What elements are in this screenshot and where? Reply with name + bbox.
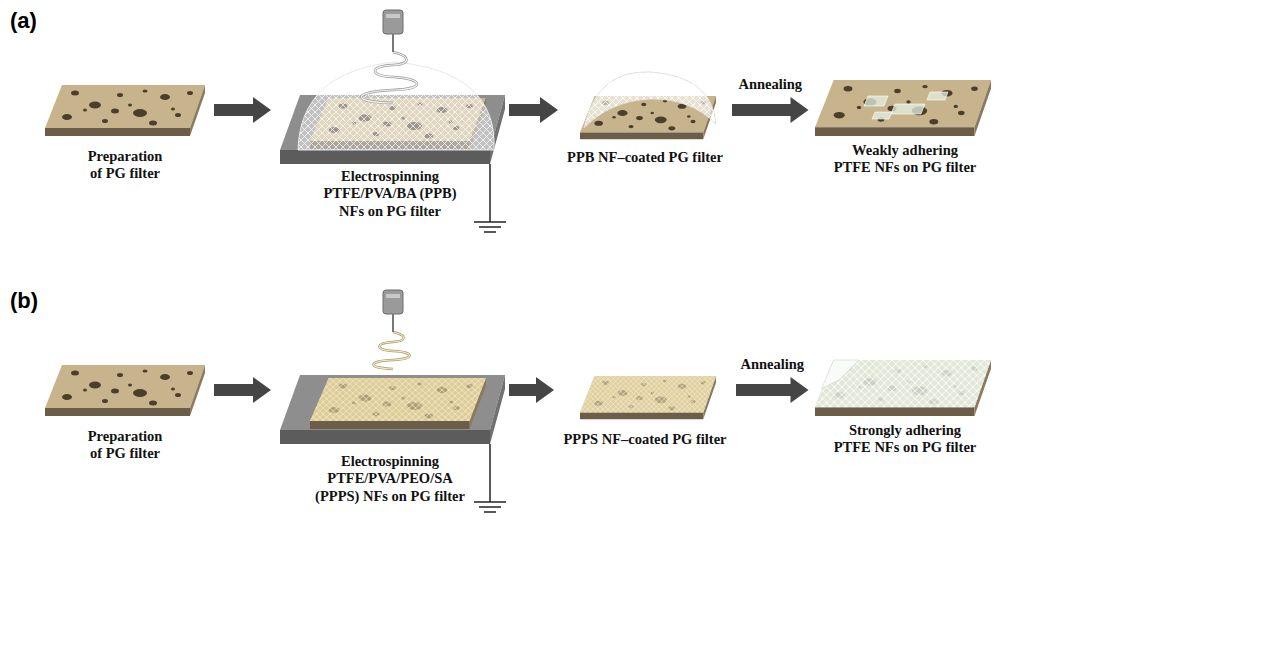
- stage-caption: Preparation of PG filter: [65, 428, 185, 463]
- process-arrow: [736, 377, 809, 403]
- step-label: Annealing: [738, 356, 806, 373]
- panel-label: (a): [10, 8, 37, 34]
- stage-caption: Preparation of PG filter: [65, 148, 185, 183]
- process-stage: PPPS NF–coated PG filter: [558, 355, 732, 448]
- process-stage: PPB NF–coated PG filter: [562, 70, 728, 166]
- stage-caption: Strongly adhering PTFE NFs on PG filter: [820, 422, 990, 457]
- stage-caption: Electrospinning PTFE/PVA/BA (PPB) NFs on…: [308, 168, 473, 220]
- process-stage: Weakly adhering PTFE NFs on PG filter: [813, 70, 998, 177]
- step-label: Annealing: [736, 76, 804, 93]
- stage-caption: Weakly adhering PTFE NFs on PG filter: [823, 142, 988, 177]
- process-stage: Preparation of PG filter: [40, 80, 210, 183]
- process-stage: Preparation of PG filter: [40, 360, 210, 463]
- process-stage: Strongly adhering PTFE NFs on PG filter: [813, 350, 998, 457]
- stage-caption: PPB NF–coated PG filter: [567, 149, 723, 166]
- process-arrow: [509, 97, 558, 123]
- panel-label: (b): [10, 288, 38, 314]
- process-arrow: [732, 97, 809, 123]
- process-stage: Electrospinning PTFE/PVA/BA (PPB) NFs on…: [275, 8, 505, 220]
- process-arrow: [214, 377, 271, 403]
- process-arrow: [214, 97, 271, 123]
- stage-caption: PPPS NF–coated PG filter: [563, 431, 726, 448]
- stage-caption: Electrospinning PTFE/PVA/PEO/SA (PPPS) N…: [300, 453, 480, 505]
- process-stage: Electrospinning PTFE/PVA/PEO/SA (PPPS) N…: [275, 288, 505, 505]
- process-arrow: [509, 377, 554, 403]
